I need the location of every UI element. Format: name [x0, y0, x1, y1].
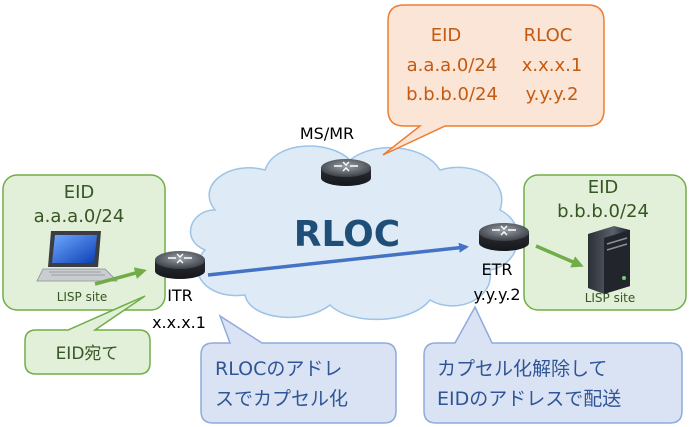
right-site-title: EID: [588, 177, 619, 198]
green-arrow-laptop-to-itr: [94, 267, 147, 286]
encapsulation-text-line2: スでカプセル化: [215, 388, 348, 410]
itr-address: x.x.x.1: [152, 313, 206, 332]
left-site-title: EID: [64, 182, 95, 203]
left-site-label: LISP site: [57, 290, 108, 304]
etr-name: ETR: [482, 260, 513, 279]
encapsulation-text-line1: RLOCのアドレ: [215, 358, 342, 380]
decapsulation-text-line1: カプセル化解除して: [437, 358, 607, 380]
laptop-icon: [36, 231, 118, 282]
table-row-1-rloc: x.x.x.1: [522, 55, 583, 76]
eid-destination-text: EID宛て: [56, 344, 119, 364]
right-site-prefix: b.b.b.0/24: [557, 201, 649, 222]
green-arrow-etr-to-server: [535, 244, 584, 268]
decapsulation-text-line2: EIDのアドレスで配送: [437, 388, 621, 410]
right-site-label: LISP site: [585, 291, 636, 305]
server-icon: [588, 226, 630, 294]
left-site-prefix: a.a.a.0/24: [34, 206, 125, 227]
cloud-label: RLOC: [294, 214, 400, 255]
table-header-eid: EID: [431, 25, 462, 46]
table-row-2-eid: b.b.b.0/24: [406, 84, 498, 105]
etr-address: y.y.y.2: [474, 285, 521, 304]
mapping-table-callout: EID RLOC a.a.a.0/24 x.x.x.1 b.b.b.0/24 y…: [382, 4, 605, 156]
decapsulation-callout: カプセル化解除して EIDのアドレスで配送: [423, 305, 683, 424]
table-row-2-rloc: y.y.y.2: [526, 84, 579, 105]
itr-name: ITR: [167, 286, 193, 305]
right-lisp-site: EID b.b.b.0/24 LISP site: [523, 174, 687, 311]
ms-mr-router-icon: [321, 159, 371, 186]
etr-router-icon: [479, 223, 529, 251]
table-row-1-eid: a.a.a.0/24: [407, 55, 498, 76]
table-header-rloc: RLOC: [524, 25, 573, 46]
rloc-cloud: RLOC: [189, 145, 519, 321]
ms-mr-label: MS/MR: [300, 124, 354, 143]
encapsulation-callout: RLOCのアドレ スでカプセル化: [200, 314, 397, 424]
rloc-tunnel-arrow: [207, 242, 469, 277]
eid-destination-callout: EID宛て: [24, 295, 151, 375]
itr-router-icon: [155, 251, 205, 279]
